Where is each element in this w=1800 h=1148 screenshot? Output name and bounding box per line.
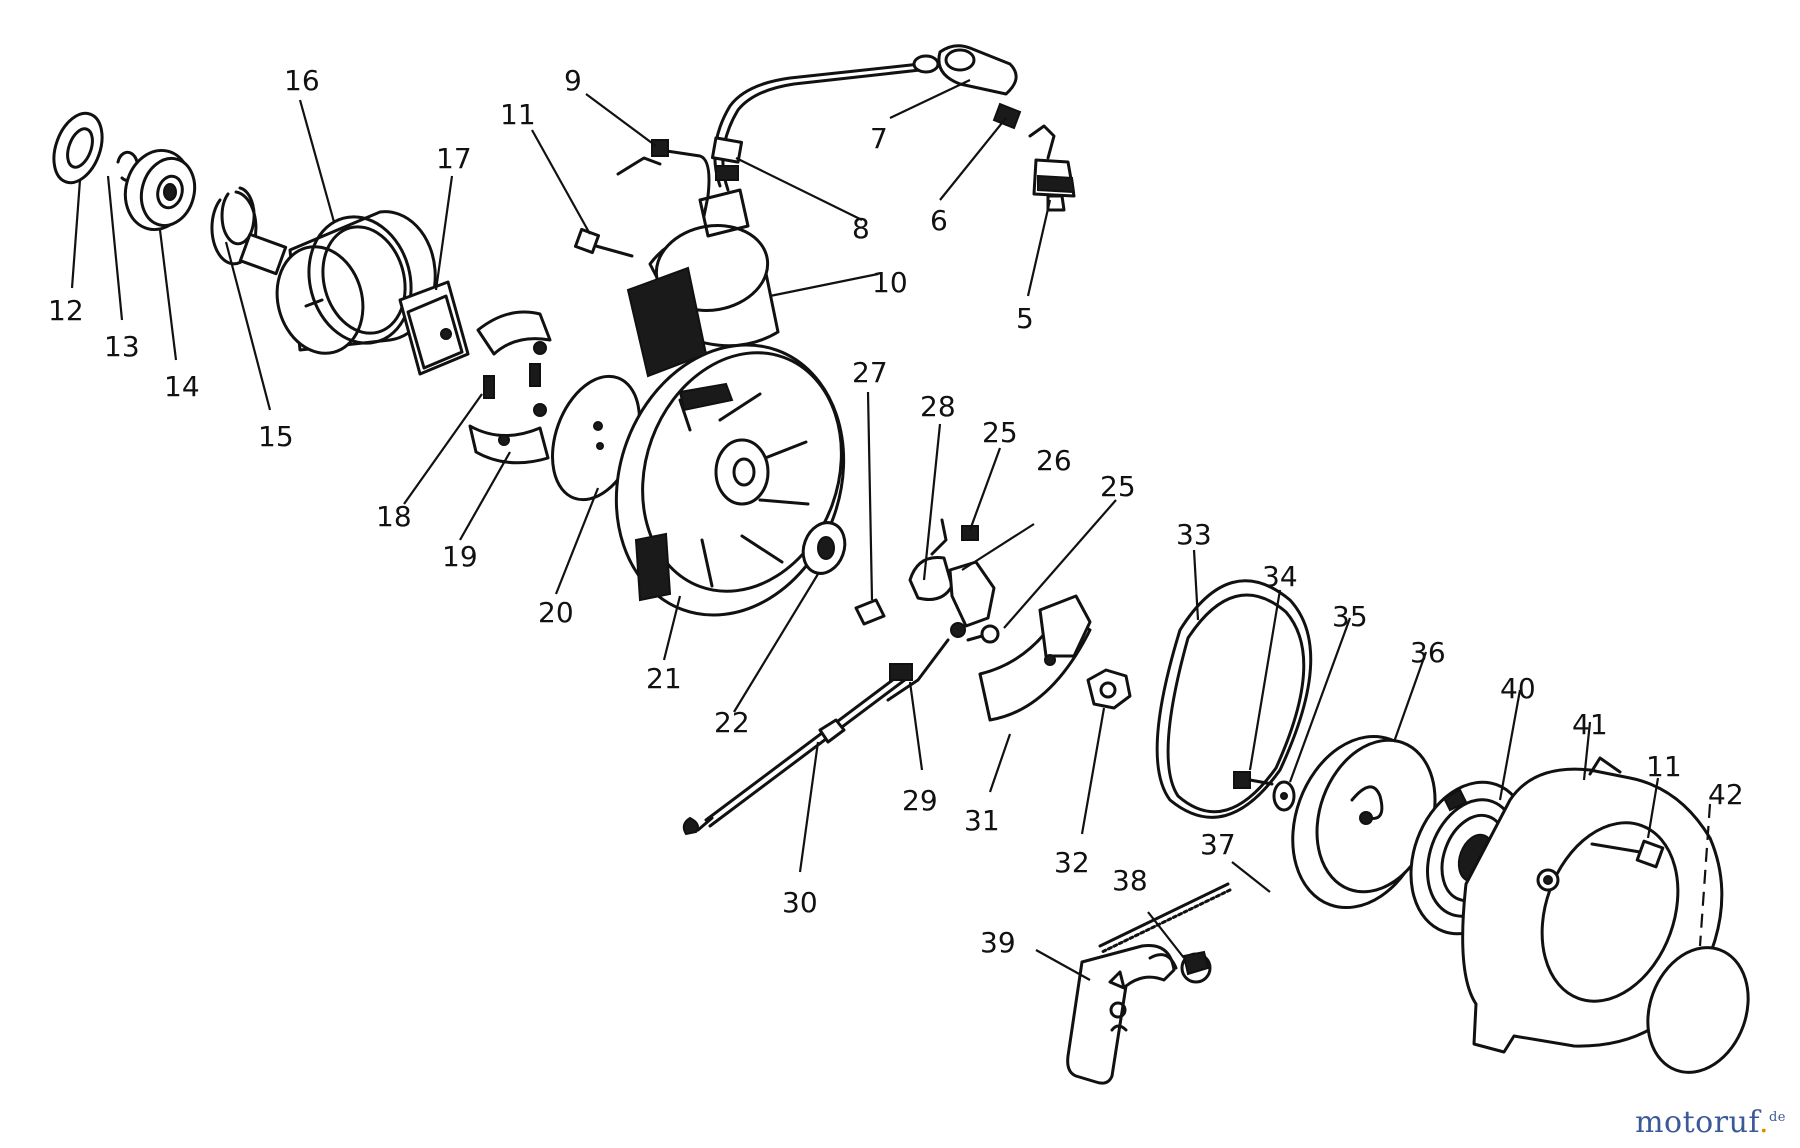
- part-labels: 12 13 14 15 16 17 11 9 7 8 6 5 10 27 28 …: [48, 64, 1744, 959]
- label-26: 26: [1036, 444, 1072, 477]
- part-pawl-plate: [966, 594, 1092, 722]
- watermark-name: motoruf: [1635, 1105, 1759, 1140]
- part-gasket: [1155, 579, 1313, 819]
- label-12: 12: [48, 294, 84, 327]
- leader-lines: [70, 79, 1712, 981]
- part-plug-boot: [937, 44, 1018, 96]
- part-nut: [1086, 668, 1132, 710]
- label-11-right: 11: [1646, 750, 1682, 783]
- part-clutch-shoes: [468, 310, 552, 465]
- label-19: 19: [442, 540, 478, 573]
- watermark-tld: de: [1768, 1110, 1786, 1125]
- label-39: 39: [980, 926, 1016, 959]
- label-35: 35: [1332, 600, 1368, 633]
- label-29: 29: [902, 784, 938, 817]
- part-flywheel: [614, 343, 846, 617]
- part-ignition-coil: [626, 188, 780, 378]
- part-rope-pulley: [1291, 734, 1437, 910]
- part-screw-coil: [573, 227, 634, 258]
- label-22: 22: [714, 706, 750, 739]
- label-36: 36: [1410, 636, 1446, 669]
- part-starter-rope: [1098, 882, 1232, 954]
- part-cover-disc: [1646, 946, 1750, 1074]
- part-seal-washer: [52, 111, 104, 185]
- part-circlip: [210, 186, 258, 266]
- part-screw-pulley: [1233, 771, 1274, 789]
- part-flywheel-nut: [801, 521, 847, 575]
- label-11-left: 11: [500, 98, 536, 131]
- part-screw-housing: [1590, 839, 1665, 869]
- part-kill-wire: [682, 663, 913, 836]
- part-spark-plug-lead: [710, 54, 940, 192]
- label-10: 10: [872, 266, 908, 299]
- label-20: 20: [538, 596, 574, 629]
- part-rope-bushing: [1180, 950, 1212, 984]
- label-25-lower: 25: [1100, 470, 1136, 503]
- label-40: 40: [1500, 672, 1536, 705]
- label-33: 33: [1176, 518, 1212, 551]
- part-clutch-drum: [238, 210, 437, 355]
- label-13: 13: [104, 330, 140, 363]
- label-25-upper: 25: [982, 416, 1018, 449]
- label-31: 31: [964, 804, 1000, 837]
- label-32: 32: [1054, 846, 1090, 879]
- label-28: 28: [920, 390, 956, 423]
- label-34: 34: [1262, 560, 1298, 593]
- label-41: 41: [1572, 708, 1608, 741]
- label-17: 17: [436, 142, 472, 175]
- label-14: 14: [164, 370, 200, 403]
- label-37: 37: [1200, 828, 1236, 861]
- label-5: 5: [1016, 302, 1034, 335]
- label-9: 9: [564, 64, 582, 97]
- label-18: 18: [376, 500, 412, 533]
- label-30: 30: [782, 886, 818, 919]
- label-42: 42: [1708, 778, 1744, 811]
- part-bearing: [123, 148, 197, 232]
- label-38: 38: [1112, 864, 1148, 897]
- part-clutch-plate: [398, 280, 470, 376]
- label-7: 7: [870, 122, 888, 155]
- part-starter-handle: [1066, 944, 1178, 1085]
- label-21: 21: [646, 662, 682, 695]
- part-spark-plug: [1028, 124, 1076, 212]
- part-key-block: [854, 598, 886, 626]
- part-plug-spring: [992, 102, 1022, 130]
- label-16: 16: [284, 64, 320, 97]
- part-washer-plate: [551, 374, 641, 502]
- label-8: 8: [852, 212, 870, 245]
- label-6: 6: [930, 204, 948, 237]
- part-terminal: [616, 139, 711, 218]
- label-15: 15: [258, 420, 294, 453]
- watermark-logo: motoruf.de: [1635, 1105, 1786, 1140]
- part-washer-pulley: [1272, 780, 1296, 812]
- label-27: 27: [852, 356, 888, 389]
